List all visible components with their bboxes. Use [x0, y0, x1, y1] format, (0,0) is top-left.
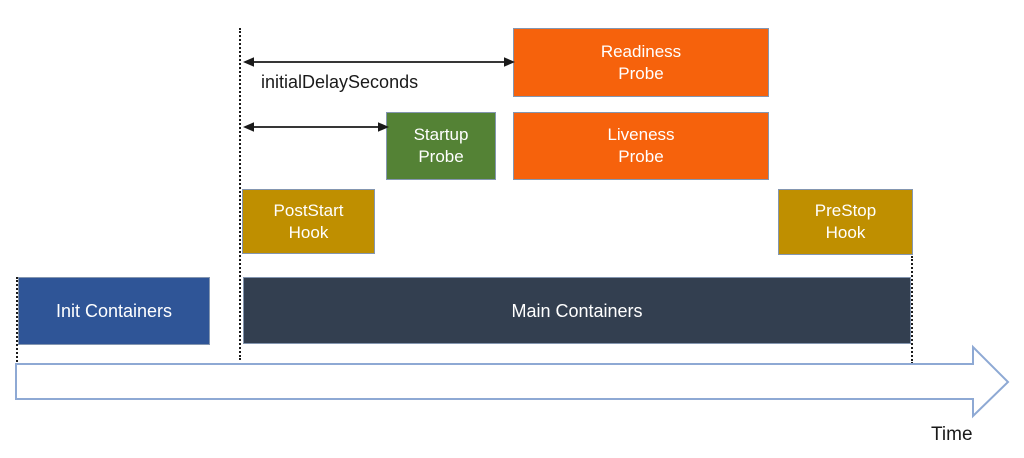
startup-delay-arrow: [243, 122, 389, 132]
init-containers-start-dotted-line: [16, 277, 18, 362]
main-containers-end-dotted-line: [911, 256, 913, 364]
startup-delay-arrow-right-head: [378, 122, 389, 132]
startup-probe-box: Startup Probe: [386, 112, 496, 180]
initial-delay-label: initialDelaySeconds: [261, 72, 419, 92]
init-containers-box: Init Containers: [18, 277, 210, 345]
prestop-hook-box: PreStop Hook: [778, 189, 913, 255]
prestop-hook-label: PreStop Hook: [814, 201, 877, 242]
startup-delay-arrow-left-head: [243, 122, 254, 132]
readiness-probe-label: Readiness Probe: [600, 41, 682, 83]
startup-probe-label: Startup Probe: [413, 125, 469, 166]
poststart-hook-box: PostStart Hook: [242, 189, 375, 254]
main-containers-label: Main Containers: [511, 300, 643, 321]
time-axis-arrow: [15, 344, 1010, 419]
main-containers-box: Main Containers: [243, 277, 911, 344]
initial-delay-arrow-right-head: [504, 57, 515, 67]
time-axis-arrow-shape: [15, 344, 1010, 419]
initial-delay-arrow: [243, 57, 515, 67]
time-axis-label: Time: [931, 424, 973, 445]
liveness-probe-label: Liveness Probe: [607, 125, 675, 166]
initial-delay-arrow-left-head: [243, 57, 254, 67]
init-containers-label: Init Containers: [55, 301, 173, 321]
readiness-probe-box: Readiness Probe: [513, 28, 769, 97]
main-containers-start-dotted-line: [239, 28, 241, 360]
liveness-probe-box: Liveness Probe: [513, 112, 769, 180]
poststart-hook-label: PostStart Hook: [273, 200, 344, 242]
